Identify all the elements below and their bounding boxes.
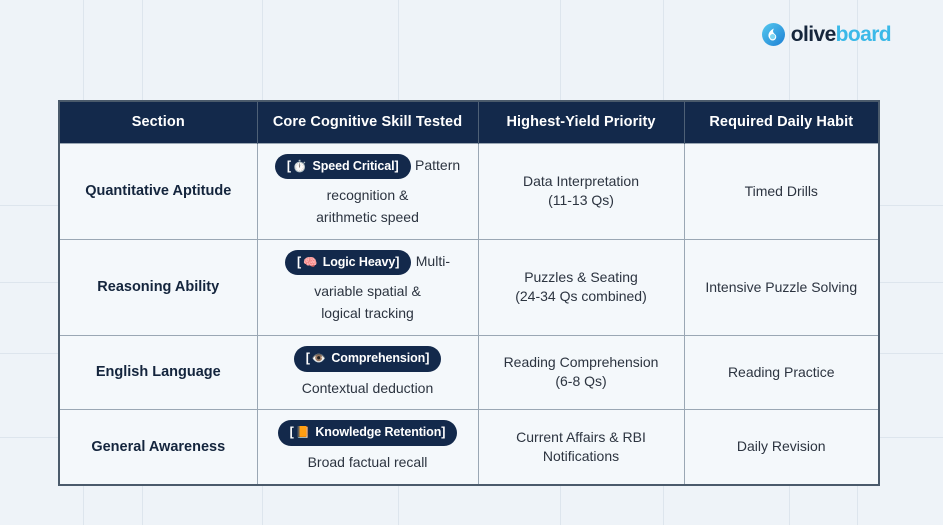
priority-line: (6-8 Qs) [555, 373, 607, 390]
table-header-row: Section Core Cognitive Skill Tested High… [59, 101, 879, 143]
skill-description-line: Broad factual recall [307, 453, 428, 470]
column-header-habit: Required Daily Habit [684, 101, 879, 143]
table-row: Quantitative Aptitude [⏱️ Speed Critical… [59, 142, 879, 240]
priority-line: Current Affairs & RBI [516, 428, 646, 445]
skill-description-line: arithmetic speed [316, 208, 419, 225]
status-badge: [👁️ Comprehension] [293, 345, 442, 372]
logo-text-board: board [835, 23, 892, 46]
eye-icon: 👁️ [311, 350, 326, 365]
badge-close-bracket: ] [441, 425, 446, 440]
stopwatch-icon: ⏱️ [292, 158, 308, 173]
skill-description: Pattern recognition & arithmetic speed [316, 157, 460, 225]
badge-open-bracket: [ [297, 254, 302, 269]
cell-skill: [👁️ Comprehension] Contextual deduction [257, 334, 479, 410]
oliveboard-droplet-icon [761, 22, 786, 47]
cell-skill: [🧠 Logic Heavy] Multi-variable spatial &… [257, 238, 479, 336]
table-row: General Awareness [📙 Knowledge Retention… [59, 409, 879, 485]
priority-line: Data Interpretation [523, 173, 639, 190]
exam-strategy-table: Section Core Cognitive Skill Tested High… [58, 100, 880, 486]
table-row: English Language [👁️ Comprehension] Cont… [59, 334, 879, 410]
cell-priority: Current Affairs & RBI Notifications [478, 409, 685, 485]
cell-section: Quantitative Aptitude [59, 142, 258, 240]
cell-habit: Timed Drills [684, 142, 879, 240]
cell-section: General Awareness [59, 409, 258, 485]
skill-description-line: Pattern recognition & [326, 156, 461, 204]
skill-description: Multi-variable spatial & logical trackin… [314, 253, 450, 321]
badge-label: Logic Heavy [322, 254, 396, 269]
cell-section: Reasoning Ability [59, 238, 258, 336]
cell-habit: Intensive Puzzle Solving [684, 238, 879, 336]
skill-description: Contextual deduction [302, 380, 434, 396]
badge-label: Speed Critical [312, 158, 395, 173]
badge-open-bracket: [ [305, 350, 310, 365]
badge-label: Comprehension [331, 350, 426, 365]
status-badge: [⏱️ Speed Critical] [274, 153, 411, 180]
badge-close-bracket: ] [394, 158, 399, 173]
status-badge: [📙 Knowledge Retention] [277, 420, 458, 446]
status-badge: [🧠 Logic Heavy] [285, 249, 412, 276]
logo-text-olive: olive [790, 23, 836, 46]
badge-open-bracket: [ [289, 425, 294, 440]
oliveboard-logo: oliveboard [761, 22, 892, 47]
priority-line: Notifications [542, 447, 620, 464]
badge-close-bracket: ] [395, 254, 400, 269]
cell-skill: [⏱️ Speed Critical] Pattern recognition … [257, 142, 479, 240]
column-header-priority: Highest-Yield Priority [478, 101, 685, 143]
priority-line: (24-34 Qs combined) [515, 288, 647, 305]
badge-open-bracket: [ [286, 158, 291, 173]
priority-line: Puzzles & Seating [524, 269, 638, 286]
priority-line: Reading Comprehension [503, 354, 659, 371]
cell-priority: Data Interpretation (11-13 Qs) [478, 142, 685, 240]
cell-section: English Language [59, 334, 258, 410]
cell-skill: [📙 Knowledge Retention] Broad factual re… [257, 409, 479, 485]
cell-habit: Reading Practice [684, 334, 879, 410]
cell-priority: Reading Comprehension (6-8 Qs) [478, 334, 685, 410]
skill-description-line: Contextual deduction [301, 379, 434, 396]
skill-description-line: logical tracking [321, 305, 414, 322]
skill-description-line: Multi-variable spatial & [314, 252, 450, 300]
skill-description: Broad factual recall [308, 454, 428, 470]
brain-icon: 🧠 [303, 254, 318, 269]
priority-line: (11-13 Qs) [548, 192, 614, 209]
cell-habit: Daily Revision [684, 409, 879, 485]
badge-label: Knowledge Retention [315, 425, 442, 440]
column-header-skill: Core Cognitive Skill Tested [257, 101, 479, 143]
book-icon: 📙 [295, 425, 310, 440]
badge-close-bracket: ] [425, 350, 430, 365]
column-header-section: Section [59, 101, 258, 143]
table-row: Reasoning Ability [🧠 Logic Heavy] Multi-… [59, 238, 879, 336]
cell-priority: Puzzles & Seating (24-34 Qs combined) [478, 238, 685, 336]
